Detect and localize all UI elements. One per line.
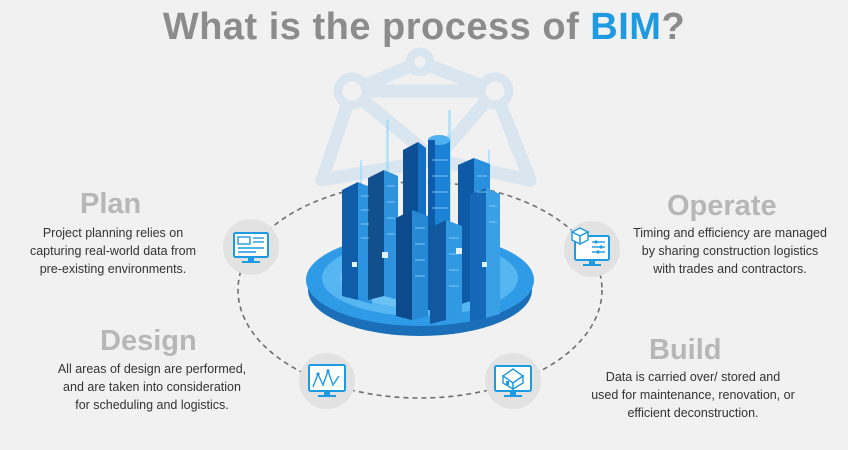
plan-description-line: Project planning relies on (42, 226, 184, 240)
design-description-line: for scheduling and logistics. (75, 398, 229, 412)
plan-title: Plan (80, 188, 142, 220)
build-description-line: efficient deconstruction. (627, 406, 759, 420)
build-icon-circle (484, 352, 542, 415)
operate-description-line: with trades and contractors. (653, 262, 807, 276)
operate-description: Timing and efficiency are managed by sha… (616, 224, 844, 278)
operate-icon-circle (563, 220, 621, 283)
operate-description-line: by sharing construction logistics (641, 244, 819, 258)
blueprint-monitor-icon (223, 219, 279, 275)
operate-title: Operate (667, 190, 777, 222)
network-nodes-background (333, 47, 514, 110)
plan-description: Project planning relies on capturing rea… (8, 224, 218, 278)
design-description-line: and are taken into consideration (63, 380, 241, 394)
title-suffix: ? (661, 6, 686, 48)
design-icon-circle (298, 352, 356, 415)
page-title: What is the process of BIM? (0, 6, 848, 49)
build-title: Build (649, 334, 722, 366)
plan-description-line: pre-existing environments. (39, 262, 187, 276)
city-model-illustration (306, 110, 534, 336)
title-prefix: What is the process of (162, 6, 591, 48)
design-description-line: All areas of design are performed, (57, 362, 247, 376)
plan-description-line: capturing real-world data from (29, 244, 197, 258)
logistics-monitor-icon (564, 221, 620, 277)
house-monitor-icon (485, 353, 541, 409)
plan-icon-circle (222, 218, 280, 281)
operate-description-line: Timing and efficiency are managed (633, 226, 827, 240)
design-monitor-icon (299, 353, 355, 409)
build-description-line: Data is carried over/ stored and (605, 370, 781, 384)
title-highlight: BIM (590, 6, 662, 48)
build-description: Data is carried over/ stored and used fo… (570, 368, 816, 422)
design-title: Design (100, 325, 197, 357)
design-description: All areas of design are performed, and a… (38, 360, 266, 414)
build-description-line: used for maintenance, renovation, or (591, 388, 795, 402)
